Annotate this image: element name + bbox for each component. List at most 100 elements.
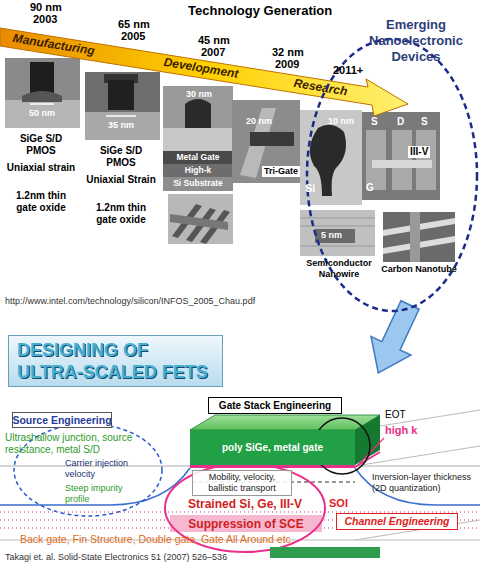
- label-text: High-k: [163, 165, 233, 175]
- block-arrow: [358, 296, 430, 383]
- label-text: Si Substrate: [163, 178, 233, 188]
- label-text: high k: [385, 424, 417, 437]
- label-text: Steep impurity profile: [65, 483, 127, 505]
- label-text: Carrier injection velocity: [65, 458, 143, 480]
- label-text: Technology Generation: [188, 3, 332, 19]
- label-text: 50 nm: [29, 108, 55, 119]
- device-cross-section-part: [355, 468, 480, 505]
- label-text: SiGe S/D PMOS: [85, 145, 157, 169]
- labeled-box: poly SiGe, metal gate: [190, 430, 355, 465]
- tri-gate-image-part: [168, 194, 233, 244]
- label-text: 35 nm: [108, 120, 134, 131]
- label-text: http://www.intel.com/technology/silicon/…: [5, 296, 255, 307]
- nanowire-image-part: [315, 229, 355, 243]
- label-text: Semiconductor Nanowire: [300, 258, 378, 280]
- label-text: EOT: [385, 409, 406, 421]
- iii-v-device-image: [362, 112, 440, 200]
- label-text: 2007: [201, 46, 225, 59]
- label-text: 90 nm: [30, 1, 62, 14]
- tem-image-32nm: [232, 100, 300, 183]
- tem-image-90nm-part: [30, 62, 54, 96]
- band-arrow-shape: [0, 28, 408, 116]
- label-text: G: [366, 182, 374, 194]
- label-text: Strained Si, Ge, III-V: [172, 497, 318, 511]
- label-text: 2009: [275, 58, 299, 71]
- iii-v-device-image-part: [362, 112, 440, 200]
- tem-image-45nm-part: [163, 86, 233, 151]
- label-text: 30 nm: [186, 89, 212, 100]
- label-text: SOI: [329, 497, 348, 510]
- tem-image-45nm-part: [163, 164, 233, 177]
- labeled-box: Source Engineering: [12, 412, 112, 428]
- label-text: Metal Gate: [163, 152, 233, 162]
- label-text: Ultrashallow junction, source resistance…: [5, 432, 155, 456]
- title-text: DESIGNING OF ULTRA-SCALED FETS: [17, 339, 217, 383]
- labeled-box: Gate Stack Engineering: [208, 397, 342, 414]
- label-text: S: [421, 116, 428, 128]
- label-text: Uniaxial strain: [5, 162, 77, 174]
- tem-image-65nm-part: [106, 115, 136, 117]
- node-text: Channel Engineering: [344, 515, 449, 528]
- label-text: 45 nm: [198, 34, 230, 47]
- device-cross-section-part: [270, 547, 380, 558]
- tem-image-32nm-part: [232, 100, 300, 183]
- nanowire-image-part: [300, 246, 375, 247]
- iii-v-device-image-part: [372, 160, 432, 168]
- node-text: Source Engineering: [12, 414, 111, 427]
- tem-image-65nm-part: [85, 112, 160, 140]
- device-cross-section: [0, 410, 480, 558]
- tem-image-90nm-part: [5, 58, 80, 128]
- label-text: Inversion-layer thickness (2D quantizati…: [372, 472, 476, 494]
- label-text: Carbon Nanotube: [381, 264, 457, 275]
- tem-image-65nm-part: [85, 72, 160, 140]
- tem-image-90nm-part: [5, 100, 80, 128]
- node-text: poly SiGe, metal gate: [222, 442, 323, 454]
- tem-image-65nm-part: [108, 80, 134, 110]
- device-cross-section-part: [358, 438, 384, 465]
- label-text: Takagi et. al. Solid-State Electronics 5…: [5, 552, 227, 563]
- label-text: S: [371, 116, 378, 128]
- label-text: 2005: [121, 30, 145, 43]
- label-text: SiGe S/D PMOS: [5, 133, 77, 157]
- tem-image-45nm-part: [163, 151, 233, 164]
- nanotube-image-part: [383, 212, 455, 262]
- nanowire-image: [300, 210, 375, 256]
- node-text: Gate Stack Engineering: [219, 400, 331, 412]
- tem-image-45nm: [163, 86, 233, 191]
- label-text: 10 nm: [328, 116, 354, 127]
- tri-gate-image: [168, 194, 233, 244]
- label-text: 32 nm: [272, 46, 304, 59]
- nanotube-image: [383, 212, 455, 262]
- labeled-box: Channel Engineering: [336, 513, 458, 530]
- label-text: Suppression of SCE: [170, 517, 322, 531]
- label-text: 1.2nm thin gate oxide: [5, 190, 77, 214]
- label-text: 20 nm: [246, 116, 272, 127]
- nanowire-image-part: [300, 226, 375, 227]
- tri-gate-image-part: [170, 214, 228, 230]
- nanowire-image-part: [300, 218, 375, 219]
- tem-image-90nm: [5, 58, 80, 128]
- label-text: Si: [305, 182, 315, 195]
- tem-image-65nm: [85, 72, 160, 140]
- tem-image-22nm-part: [300, 110, 362, 205]
- title-box: DESIGNING OF ULTRA-SCALED FETS: [8, 335, 223, 387]
- tem-image-45nm-part: [185, 99, 211, 128]
- label-text: 5 nm: [321, 230, 342, 241]
- tem-image-45nm-part: [163, 177, 233, 191]
- tem-image-90nm-part: [22, 91, 62, 102]
- device-cross-section-part: [170, 515, 322, 532]
- nanotube-image-part: [410, 212, 420, 262]
- label-text: 2011+: [333, 64, 363, 77]
- node-text: Mobility, velocity, ballistic transport: [194, 472, 290, 494]
- tem-image-32nm-part: [250, 132, 294, 146]
- label-text: Back gate, Fin Structure, Double gate, G…: [20, 533, 294, 546]
- label-text: Uniaxial Strain: [85, 174, 157, 186]
- labeled-box: Mobility, velocity, ballistic transport: [192, 470, 292, 496]
- block-arrow-part: [358, 296, 430, 383]
- label-text: 2003: [33, 13, 57, 26]
- nanowire-image-part: [300, 210, 375, 256]
- tem-image-45nm-part: [163, 128, 233, 151]
- label-text: Tri-Gate: [262, 166, 300, 177]
- label-text: III-V: [408, 146, 430, 158]
